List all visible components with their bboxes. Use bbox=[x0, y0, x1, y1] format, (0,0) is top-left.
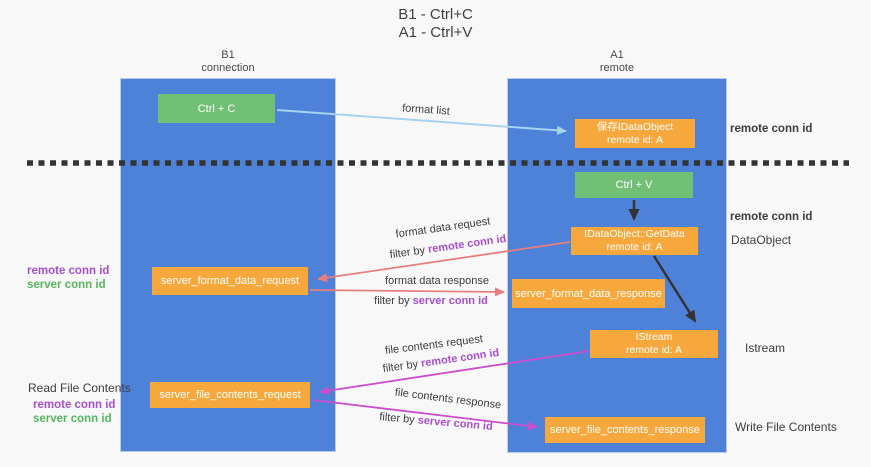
annotation-write-file-contents: Write File Contents bbox=[735, 420, 837, 434]
node-idataobject-getdata: IDataObject::GetData remote id: A bbox=[571, 227, 698, 255]
title-line-1: B1 - Ctrl+C bbox=[398, 6, 473, 23]
filter-by-text: filter by bbox=[382, 358, 419, 376]
arrow-format-data-response bbox=[309, 287, 505, 297]
node-ctrl-c-label: Ctrl + C bbox=[197, 102, 236, 115]
label-filter-by-server-conn-id-file: filter by server conn id bbox=[379, 411, 493, 433]
remote-conn-id-text: remote conn id bbox=[427, 232, 507, 256]
lane-a1-name: A1 bbox=[610, 49, 624, 61]
node-server-format-data-response-label: server_format_data_response bbox=[515, 287, 662, 300]
lane-header-b1: B1 connection bbox=[120, 49, 336, 75]
annotation-conn-ids-left-bottom: remote conn id server conn id bbox=[33, 398, 115, 426]
node-server-file-contents-request-label: server_file_contents_request bbox=[159, 389, 301, 401]
node-server-format-data-response: server_format_data_response bbox=[512, 279, 665, 308]
server-conn-id-text: server conn id bbox=[412, 295, 488, 307]
remote-conn-id-text: remote conn id bbox=[33, 399, 116, 411]
node-ctrl-v: Ctrl + V bbox=[575, 172, 693, 198]
node-istream-line2: remote id: A bbox=[625, 344, 683, 356]
annotation-remote-conn-id-mid: remote conn id bbox=[730, 211, 813, 223]
label-format-list: format list bbox=[401, 102, 451, 118]
annotation-dataobject: DataObject bbox=[731, 233, 792, 247]
node-server-file-contents-response-label: server_file_contents_response bbox=[550, 424, 700, 436]
node-save-idataobject-line1: 保存IDataObject bbox=[596, 120, 674, 133]
annotation-read-file-contents: Read File Contents bbox=[28, 381, 131, 395]
filter-by-text: filter by bbox=[389, 244, 426, 262]
diagram-title: B1 - Ctrl+C A1 - Ctrl+V bbox=[0, 6, 871, 42]
filter-by-text: filter by bbox=[374, 295, 410, 307]
lane-b1-name: B1 bbox=[221, 49, 235, 61]
node-save-idataobject-line2: remote id: A bbox=[606, 133, 663, 146]
remote-conn-id-text: remote conn id bbox=[27, 265, 110, 277]
label-file-contents-response: file contents response bbox=[394, 386, 502, 412]
filter-by-text: filter by bbox=[378, 411, 416, 427]
node-ctrl-c: Ctrl + C bbox=[158, 94, 275, 123]
node-server-format-data-request: server_format_data_request bbox=[152, 267, 308, 295]
node-server-file-contents-response: server_file_contents_response bbox=[545, 417, 705, 443]
title-line-2: A1 - Ctrl+V bbox=[398, 24, 473, 41]
annotation-conn-ids-left-top: remote conn id server conn id bbox=[27, 264, 109, 292]
server-conn-id-text: server conn id bbox=[33, 413, 112, 425]
node-getdata-line2: remote id: A bbox=[606, 241, 663, 253]
server-conn-id-text: server conn id bbox=[417, 414, 494, 433]
node-getdata-line1: IDataObject::GetData bbox=[584, 228, 685, 240]
annotation-istream: Istream bbox=[745, 341, 786, 355]
node-istream-line1: IStream bbox=[635, 331, 673, 343]
node-save-idataobject: 保存IDataObject remote id: A bbox=[575, 119, 695, 148]
label-filter-by-server-conn-id-format: filter by server conn id bbox=[374, 295, 488, 307]
server-conn-id-text: server conn id bbox=[27, 279, 106, 291]
node-server-format-data-request-label: server_format_data_request bbox=[160, 275, 300, 287]
lane-header-a1: A1 remote bbox=[507, 49, 727, 75]
label-format-data-response: format data response bbox=[385, 275, 489, 287]
annotation-remote-conn-id-top: remote conn id bbox=[730, 123, 813, 135]
node-ctrl-v-label: Ctrl + V bbox=[615, 179, 653, 191]
lane-b1-subtitle: connection bbox=[201, 62, 255, 74]
node-server-file-contents-request: server_file_contents_request bbox=[150, 382, 310, 408]
node-istream: IStream remote id: A bbox=[590, 330, 718, 358]
lane-a1-subtitle: remote bbox=[599, 62, 635, 74]
